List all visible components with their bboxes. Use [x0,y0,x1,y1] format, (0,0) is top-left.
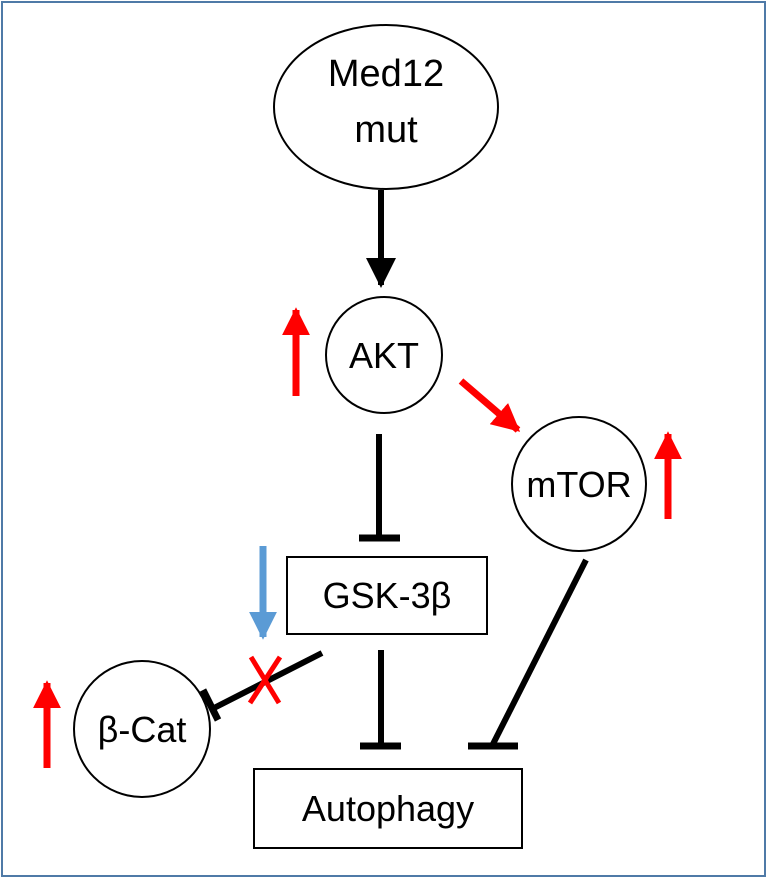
gsk3b-label: GSK-3β [323,575,452,616]
edge-mtor-inhibits-autophagy [468,558,589,750]
edge-akt-inhibits-gsk3b [359,434,400,542]
node-mtor: mTOR [511,416,647,552]
med12-label-line1: Med12 [328,53,444,95]
akt-label: AKT [349,335,419,376]
blocked-x-icon [247,655,283,705]
edge-gsk3b-inhibits-autophagy [360,650,401,750]
edge-akt-to-mtor [458,378,521,433]
node-bcat: β-Cat [73,660,211,798]
node-gsk3b: GSK-3β [286,556,488,635]
node-akt: AKT [325,296,443,414]
node-autophagy: Autophagy [253,768,523,849]
node-med12-mut: Med12 mut [273,24,499,190]
med12-label-line2: mut [354,109,418,151]
mtor-label: mTOR [526,464,631,505]
bcat-label: β-Cat [98,709,187,750]
autophagy-label: Autophagy [302,788,474,829]
